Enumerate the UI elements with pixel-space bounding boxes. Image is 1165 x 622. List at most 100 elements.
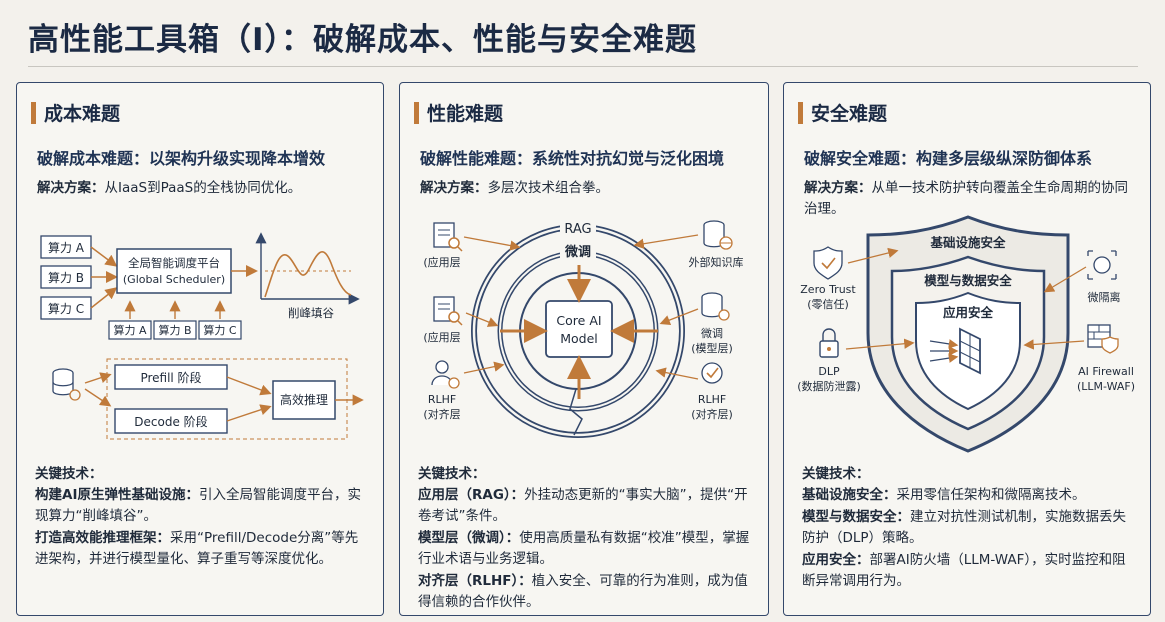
key-tech-item: 构建AI原生弹性基础设施：引入全局智能调度平台，实现算力“削峰填谷”。 <box>35 487 361 524</box>
right-bottom-label-1: RLHF <box>698 393 726 406</box>
performance-key-technologies: 关键技术： 应用层（RAG）：外挂动态更新的“事实大脑”，提供“开卷考试”条件。… <box>418 464 756 614</box>
security-panel-header: 安全难题 <box>798 99 887 126</box>
heading-accent-bar <box>798 101 803 124</box>
core-ai-model-box: Core AI Model <box>545 300 613 358</box>
svg-text:Decode 阶段: Decode 阶段 <box>134 414 207 429</box>
performance-panel-header: 性能难题 <box>414 99 503 126</box>
svg-text:Prefill 阶段: Prefill 阶段 <box>140 370 201 385</box>
heading-accent-bar <box>31 101 36 124</box>
document-search-icon <box>433 222 463 252</box>
check-circle-icon <box>701 362 723 384</box>
cost-panel: 成本难题 破解成本难题：以架构升级实现降本增效 解决方案：从IaaS到PaaS的… <box>16 82 384 616</box>
security-key-technologies: 关键技术： 基础设施安全：采用零信任架构和微隔离技术。 模型与数据安全：建立对抗… <box>802 464 1138 593</box>
model-data-layer-label: 模型与数据安全 <box>924 273 1012 288</box>
decode-stage-box: Decode 阶段 <box>114 408 228 434</box>
micro-segmentation-icon <box>1087 250 1117 280</box>
prefill-stage-box: Prefill 阶段 <box>114 364 228 390</box>
infrastructure-layer-label: 基础设施安全 <box>929 235 1006 250</box>
firewall-shield-icon <box>1087 324 1119 354</box>
database-gear-icon <box>701 292 730 321</box>
heading-accent-bar <box>414 101 419 124</box>
shield-check-icon <box>813 246 843 280</box>
compute-input-c: 算力 C <box>40 296 92 320</box>
left-bottom-label-1: RLHF <box>428 393 456 406</box>
dlp-label-2: (数据防泄露) <box>797 379 861 393</box>
zero-trust-label-2: (零信任) <box>807 298 849 311</box>
key-tech-item: 基础设施安全：采用零信任架构和微隔离技术。 <box>802 487 1086 503</box>
right-bottom-label-2: (对齐层) <box>691 407 733 421</box>
left-bottom-label-2: (对齐层 <box>423 407 460 421</box>
performance-panel: 性能难题 破解性能难题：系统性对抗幻觉与泛化困境 解决方案：多层次技术组合拳。 … <box>399 82 769 616</box>
micro-segmentation-label: 微隔离 <box>1088 290 1121 304</box>
svg-text:算力 B: 算力 B <box>158 323 191 337</box>
user-check-icon <box>431 360 460 389</box>
global-scheduler-box: 全局智能调度平台 (Global Scheduler) <box>116 248 232 294</box>
performance-solution-label: 解决方案： <box>420 180 488 196</box>
svg-text:算力 A: 算力 A <box>113 323 146 337</box>
right-mid-label-2: (模型层) <box>691 341 733 355</box>
document-search-icon <box>433 296 463 326</box>
cost-solution-text: 从IaaS到PaaS的全栈协同优化。 <box>104 180 302 196</box>
efficient-inference-box: 高效推理 <box>272 380 336 420</box>
compute-output-a: 算力 A <box>108 320 152 340</box>
performance-diagram: RAG 微调 Core AI Model (应用层 (应用层 <box>423 219 744 438</box>
svg-text:高效推理: 高效推理 <box>280 392 328 407</box>
svg-text:(Global Scheduler): (Global Scheduler) <box>123 273 225 286</box>
svg-text:全局智能调度平台: 全局智能调度平台 <box>128 256 220 270</box>
compute-input-a: 算力 A <box>40 235 92 259</box>
key-tech-item: 应用安全：部署AI防火墙（LLM-WAF），实时监控和阻断异常调用行为。 <box>802 552 1126 589</box>
key-tech-item: 模型与数据安全：建立对抗性测试机制，实施数据丢失防护（DLP）策略。 <box>802 509 1126 546</box>
peak-shaving-chart: 削峰填谷 <box>255 232 360 320</box>
security-panel: 安全难题 破解安全难题：构建多层级纵深防御体系 解决方案：从单一技术防护转向覆盖… <box>783 82 1151 616</box>
title-divider <box>28 66 1138 67</box>
svg-text:削峰填谷: 削峰填谷 <box>288 306 334 320</box>
svg-text:算力 C: 算力 C <box>48 301 84 316</box>
security-panel-heading: 安全难题 <box>811 103 888 125</box>
left-mid-label: (应用层 <box>423 330 460 344</box>
database-globe-icon <box>703 220 733 250</box>
firewall-icon <box>959 327 981 375</box>
cost-solution: 解决方案：从IaaS到PaaS的全栈协同优化。 <box>37 178 369 199</box>
cost-solution-label: 解决方案： <box>37 180 105 196</box>
compute-output-c: 算力 C <box>198 320 242 340</box>
finetune-ring-label: 微调 <box>564 244 591 260</box>
performance-solution-text: 多层次技术组合拳。 <box>487 180 610 196</box>
key-tech-item: 模型层（微调）：使用高质量私有数据“校准”模型，掌握行业术语与业务逻辑。 <box>418 530 750 567</box>
security-diagram: 基础设施安全 模型与数据安全 应用安全 Zero Trust (零信任) 微隔离 <box>797 215 1135 453</box>
database-gear-icon <box>52 368 81 401</box>
cost-subheading: 破解成本难题：以架构升级实现降本增效 <box>37 149 326 168</box>
ai-firewall-label-2: (LLM-WAF) <box>1077 380 1135 393</box>
cost-panel-heading: 成本难题 <box>44 103 121 125</box>
compute-output-b: 算力 B <box>153 320 197 340</box>
svg-text:算力 C: 算力 C <box>203 323 236 337</box>
svg-text:Model: Model <box>560 331 598 346</box>
key-tech-title: 关键技术： <box>35 466 103 482</box>
performance-solution: 解决方案：多层次技术组合拳。 <box>420 178 754 199</box>
compute-input-b: 算力 B <box>40 265 92 289</box>
key-tech-item: 应用层（RAG）：外挂动态更新的“事实大脑”，提供“开卷考试”条件。 <box>418 487 748 524</box>
left-top-label: (应用层 <box>423 255 460 269</box>
svg-text:算力 A: 算力 A <box>48 240 85 255</box>
key-tech-item: 对齐层（RLHF）：植入安全、可靠的行为准则，成为值得信赖的合作伙伴。 <box>418 573 748 610</box>
lock-icon <box>819 328 839 358</box>
svg-text:Core AI: Core AI <box>556 313 601 328</box>
cost-panel-header: 成本难题 <box>31 99 120 126</box>
right-mid-label-1: 微调 <box>701 326 723 340</box>
zero-trust-label-1: Zero Trust <box>800 283 856 296</box>
security-solution: 解决方案：从单一技术防护转向覆盖全生命周期的协同治理。 <box>804 178 1136 220</box>
cost-key-technologies: 关键技术： 构建AI原生弹性基础设施：引入全局智能调度平台，实现算力“削峰填谷”… <box>35 464 371 571</box>
application-layer-label: 应用安全 <box>943 305 994 320</box>
svg-text:算力 B: 算力 B <box>48 270 84 285</box>
performance-subheading: 破解性能难题：系统性对抗幻觉与泛化困境 <box>420 149 725 168</box>
key-tech-title: 关键技术： <box>418 466 486 482</box>
security-solution-label: 解决方案： <box>804 180 872 196</box>
security-solution-text: 从单一技术防护转向覆盖全生命周期的协同治理。 <box>804 180 1128 217</box>
cost-diagram: 算力 A 算力 B 算力 C 全局智能调度平台 (Global Schedule… <box>40 232 364 440</box>
ai-firewall-label-1: AI Firewall <box>1078 365 1134 378</box>
performance-panel-heading: 性能难题 <box>427 103 504 125</box>
right-top-label: 外部知识库 <box>689 255 744 269</box>
security-subheading: 破解安全难题：构建多层级纵深防御体系 <box>804 149 1093 168</box>
key-tech-title: 关键技术： <box>802 466 870 482</box>
page-title: 高性能工具箱（I）：破解成本、性能与安全难题 <box>28 22 698 58</box>
rag-ring-label: RAG <box>564 222 591 237</box>
